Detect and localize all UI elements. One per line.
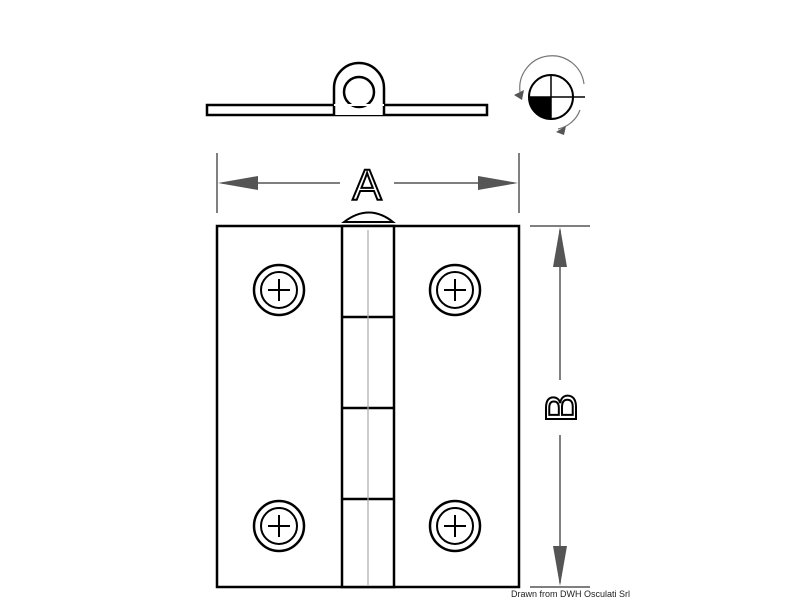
dimension-a [216,153,520,213]
screw-bottom-right [428,499,482,553]
screw-top-left [252,263,306,317]
side-profile-view [205,61,489,117]
screw-top-right [428,263,482,317]
rotation-symbol-icon [514,55,585,135]
dimension-b [530,225,590,588]
drawing-credit: Drawn from DWH Osculati Srl [511,589,631,599]
screw-bottom-left [252,499,306,553]
dimension-b-label: B [537,393,586,422]
dimension-a-label: A [352,161,382,210]
